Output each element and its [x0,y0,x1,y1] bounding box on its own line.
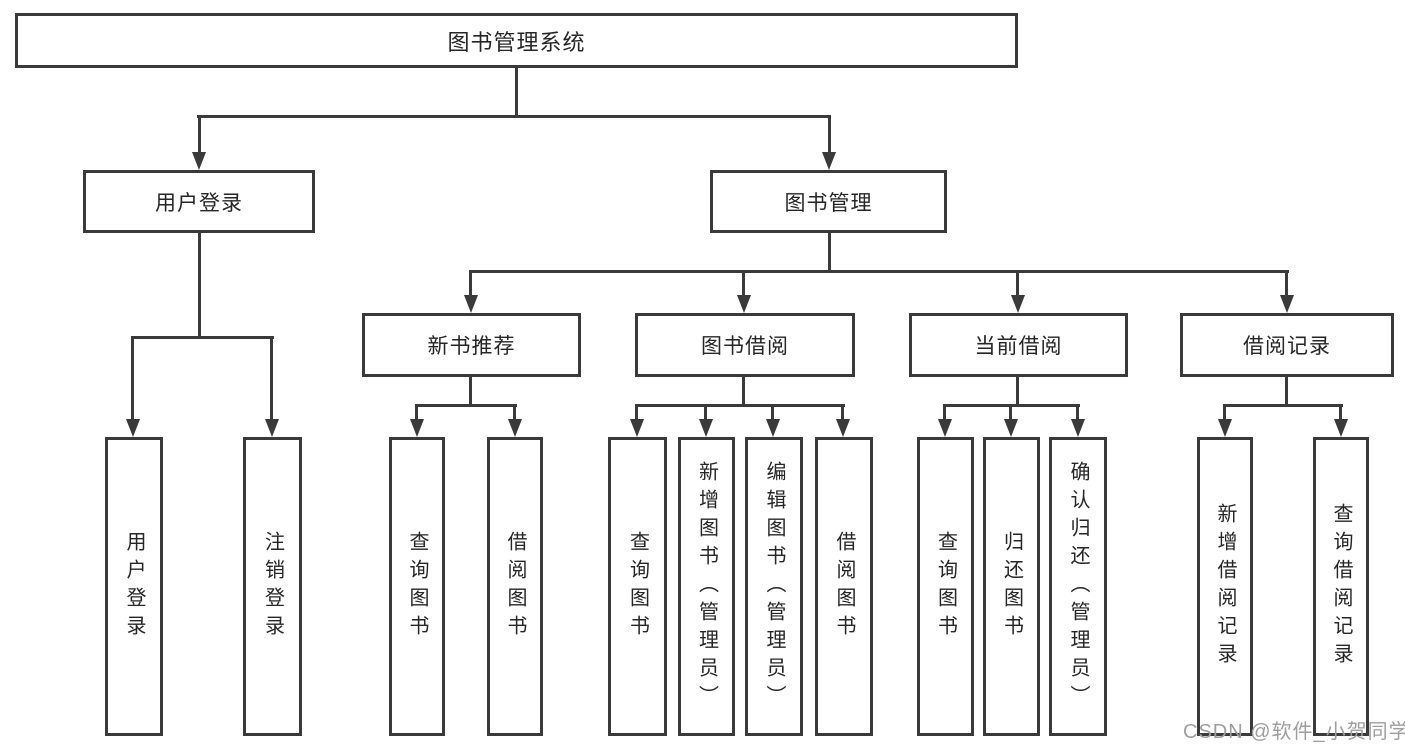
connector-line [131,336,274,339]
connector-line [742,272,745,296]
node-label: 图书管理 [784,191,873,215]
leaf-label: 查询图书 [406,530,428,643]
leaf-label: 新增图书（管理员） [695,460,718,713]
arrowhead-down-icon [1218,419,1232,437]
arrowhead-down-icon [836,419,850,437]
connector-line [1016,272,1019,296]
leaf-query-borrow-record: 查询借阅记录 [1313,437,1369,736]
node-book-borrowing: 图书借阅 [635,313,855,377]
leaf-query-books-borrowing: 查询图书 [608,437,667,736]
node-label: 借阅记录 [1243,335,1331,358]
leaf-label: 查询借阅记录 [1330,502,1352,671]
node-user-login: 用户登录 [83,170,315,233]
connector-line [1223,406,1226,420]
connector-line [469,270,1289,273]
leaf-borrow-books: 借阅图书 [815,437,873,736]
node-root-library-system: 图书管理系统 [15,13,1018,68]
arrowhead-down-icon [410,419,424,437]
leaf-return-books: 归还图书 [983,437,1040,736]
node-label: 图书管理系统 [447,29,586,55]
connector-line [1339,406,1342,420]
connector-line [270,338,273,420]
arrowhead-down-icon [699,419,713,437]
leaf-label: 借阅图书 [504,530,526,643]
connector-line [1009,406,1012,420]
connector-line [469,272,472,296]
leaf-label: 新增借阅记录 [1214,502,1236,671]
connector-line [131,338,134,420]
leaf-label: 注销登录 [261,530,284,643]
leaf-label: 用户登录 [123,530,145,643]
node-book-management: 图书管理 [710,170,947,233]
node-label: 当前借阅 [974,335,1063,358]
leaf-label: 查询图书 [934,530,957,643]
connector-line [198,117,201,153]
connector-line [771,406,774,420]
connector-line [943,404,1080,407]
connector-line [198,233,201,338]
connector-line [635,404,845,407]
arrowhead-down-icon [766,419,780,437]
arrowhead-down-icon [265,419,279,437]
arrowhead-down-icon [1071,419,1085,437]
watermark: CSDN @软件_小贺同学 [1183,721,1405,743]
leaf-confirm-return-admin: 确认归还（管理员） [1049,437,1107,736]
arrowhead-down-icon [737,295,751,313]
connector-line [828,117,831,153]
node-borrowing-records: 借阅记录 [1180,313,1394,377]
arrowhead-down-icon [938,419,952,437]
leaf-borrow-books-recommend: 借阅图书 [487,437,543,736]
leaf-logout: 注销登录 [243,437,302,736]
connector-line [415,406,418,420]
node-label: 图书借阅 [701,335,789,358]
leaf-edit-books-admin: 编辑图书（管理员） [745,437,803,736]
node-label: 用户登录 [155,191,243,215]
connector-line [1016,377,1019,407]
arrowhead-down-icon [464,295,478,313]
arrowhead-down-icon [1011,295,1025,313]
leaf-label: 借阅图书 [833,530,855,643]
leaf-user-login: 用户登录 [105,437,163,736]
leaf-label: 确认归还（管理员） [1067,460,1089,713]
connector-line [1076,406,1079,420]
connector-line [515,68,518,117]
leaf-add-books-admin: 新增图书（管理员） [678,437,735,736]
arrowhead-down-icon [822,152,836,170]
arrowhead-down-icon [630,419,644,437]
leaf-add-borrow-record: 新增借阅记录 [1197,437,1253,736]
connector-line [742,377,745,407]
connector-line [197,115,831,118]
node-new-book-recommend: 新书推荐 [362,313,581,377]
arrowhead-down-icon [192,152,206,170]
connector-line [1285,377,1288,407]
connector-line [704,406,707,420]
connector-line [415,404,517,407]
connector-line [841,406,844,420]
connector-line [635,406,638,420]
arrowhead-down-icon [1334,419,1348,437]
arrowhead-down-icon [1004,419,1018,437]
arrowhead-down-icon [508,419,522,437]
leaf-label: 查询图书 [626,530,649,643]
leaf-label: 归还图书 [1000,530,1023,643]
node-label: 新书推荐 [427,335,516,358]
node-current-borrowing: 当前借阅 [909,313,1128,377]
arrowhead-down-icon [126,419,140,437]
connector-line [828,233,831,273]
leaf-query-books-recommend: 查询图书 [389,437,445,736]
leaf-label: 编辑图书（管理员） [763,460,785,713]
connector-line [943,406,946,420]
connector-line [1285,272,1288,296]
connector-line [513,406,516,420]
connector-line [469,377,472,407]
connector-line [1223,404,1343,407]
leaf-query-books-current: 查询图书 [917,437,974,736]
arrowhead-down-icon [1280,295,1294,313]
